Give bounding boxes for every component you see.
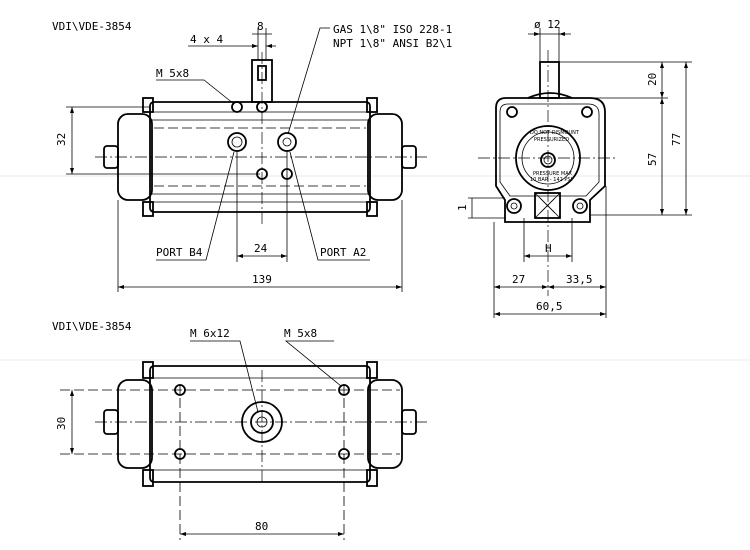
dim-npt-thread: NPT 1\8" ANSI B2\1 [333,37,452,50]
endcap-text-3: PRESSURE MAX [533,171,573,177]
dim-port-spacing: 24 [254,242,268,255]
dim-width-60-5: 60,5 [536,300,563,313]
corner-bolt [506,106,518,118]
dim-height-30: 30 [55,417,68,430]
dim-left-27: 27 [512,273,525,286]
header-label-top: VDI\VDE-3854 [52,20,132,33]
left-tie-rod-bottom [142,201,154,217]
dim-shaft-diameter: ø 12 [534,18,561,31]
dim-bolt-spacing-80: 80 [255,520,268,533]
endcap-text-2: PRESSURIZED [534,137,569,143]
bottom-view: M 6x12 M 5x8 30 80 [55,327,428,540]
label-port-a: PORT A2 [320,246,366,259]
bottom-right-endcap [367,379,403,469]
dim-shaft-height: 20 [646,73,659,86]
tie-rod [142,469,154,487]
dim-thread-m5-top: M 5x8 [156,67,189,80]
dim-thread-m5-bottom: M 5x8 [284,327,317,340]
tie-rod [142,361,154,379]
tie-rod [366,469,378,487]
m5-hole [231,101,243,113]
label-port-b: PORT B4 [156,246,203,259]
dim-right-33-5: 33,5 [566,273,593,286]
bottom-body [149,365,371,483]
dim-height-32: 32 [55,133,68,146]
dim-small-1: 1 [456,204,469,211]
dim-keyway: 4 x 4 [190,33,223,46]
tie-rod [366,361,378,379]
corner-bolt [506,198,522,214]
right-tie-rod-bottom [366,201,378,217]
dim-shaft-width: 8 [257,20,264,33]
dim-overall-length: 139 [252,273,272,286]
endcap-text-4: 10 BAR - 142 PSI [530,177,572,183]
left-tie-rod-top [142,97,154,113]
side-view: DO NOT DISMOUNT PRESSURIZED PRESSURE MAX… [456,18,692,318]
endcap-profile [495,97,606,223]
header-label-bottom: VDI\VDE-3854 [52,320,132,333]
port-a-icon [277,132,297,152]
corner-bolt [581,106,593,118]
dim-gas-thread: GAS 1\8" ISO 228-1 [333,23,452,36]
front-view: 4 x 4 8 M 5x8 GAS 1\8" ISO 228-1 NPT 1\8… [55,20,452,292]
dim-thread-m6: M 6x12 [190,327,230,340]
square-mount [534,192,561,219]
corner-bolt [572,198,588,214]
port-b-icon [227,132,247,152]
right-tie-rod-top [366,97,378,113]
dim-h: H [545,242,552,255]
m5-hole [256,101,268,113]
dim-height-57: 57 [646,153,659,166]
endcap-text-1: DO NOT DISMOUNT [530,130,580,136]
dim-height-77: 77 [670,133,683,146]
bottom-left-endcap [117,379,153,469]
